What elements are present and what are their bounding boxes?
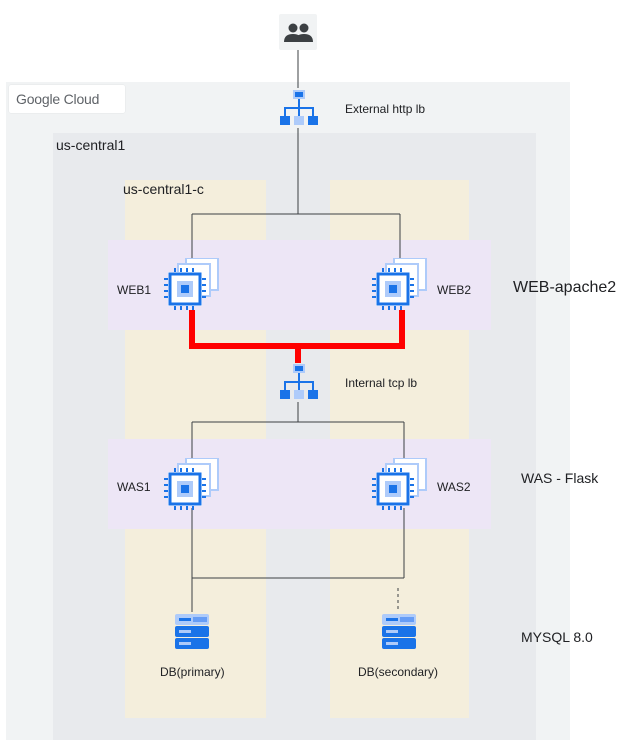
google-cloud-logo-text: Google Cloud xyxy=(16,91,100,107)
web-tier-label: WEB-apache2 xyxy=(513,279,617,296)
external-lb-icon-wrap xyxy=(279,88,319,128)
google-cloud-logo: Google Cloud xyxy=(16,91,99,107)
db-secondary-label: DB(secondary) xyxy=(358,665,439,679)
db-primary-label: DB(primary) xyxy=(160,665,225,679)
google-cloud-logo-box xyxy=(9,85,125,113)
load-balancer-icon xyxy=(280,90,318,125)
compute-engine-icon xyxy=(164,458,219,510)
db-secondary-node xyxy=(379,612,419,652)
zone-label: us-central1-c xyxy=(123,181,204,197)
was1-node xyxy=(162,458,222,510)
web-to-internal-lb-highlight xyxy=(189,310,405,349)
compute-engine-icon xyxy=(372,458,427,510)
compute-engine-icon xyxy=(372,258,427,310)
load-balancer-icon xyxy=(280,364,318,399)
db-primary-node xyxy=(172,612,212,652)
web1-node xyxy=(162,258,222,310)
db-tier-label: MYSQL 8.0 xyxy=(521,629,593,645)
external-lb-label: External http lb xyxy=(345,102,426,116)
highlight-link xyxy=(189,310,405,363)
compute-engine-icon xyxy=(164,258,219,310)
database-icon xyxy=(175,614,209,649)
database-icon xyxy=(382,614,416,649)
was-tier-label: WAS - Flask xyxy=(521,470,599,486)
users-icon-wrap xyxy=(279,14,317,50)
internal-lb-label: Internal tcp lb xyxy=(345,376,418,390)
was2-node xyxy=(370,458,430,510)
was1-label: WAS1 xyxy=(117,480,151,494)
web1-label: WEB1 xyxy=(117,283,152,297)
internal-lb-icon-wrap xyxy=(279,362,319,402)
was2-label: WAS2 xyxy=(437,480,471,494)
region-label: us-central1 xyxy=(56,137,126,153)
web2-label: WEB2 xyxy=(437,283,472,297)
web2-node xyxy=(370,258,430,310)
users-icon xyxy=(279,14,317,50)
